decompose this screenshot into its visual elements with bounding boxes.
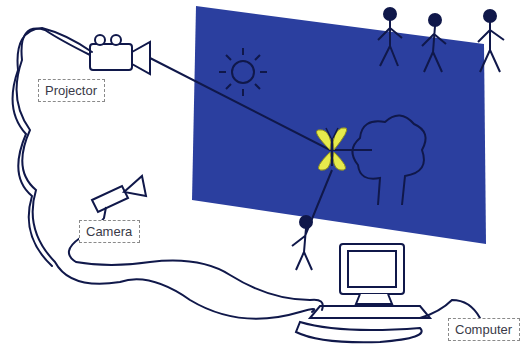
computer-device	[296, 244, 430, 342]
projector-device	[90, 35, 150, 74]
camera-device	[92, 176, 146, 218]
label-text: Computer	[455, 322, 513, 337]
projection-screen	[192, 6, 486, 244]
butterfly-drawing	[317, 128, 347, 170]
label-text: Projector	[45, 83, 98, 98]
sun-drawing	[219, 48, 267, 96]
cable-wires	[13, 28, 480, 319]
stick-figure	[292, 170, 332, 270]
label-box: Computer	[448, 318, 520, 341]
tree-drawing	[352, 115, 425, 205]
audience-figures	[378, 8, 504, 72]
beam-line	[150, 58, 372, 150]
label-text: Camera	[86, 224, 133, 239]
label-box: Camera	[79, 220, 140, 243]
label-box: Projector	[38, 79, 105, 102]
